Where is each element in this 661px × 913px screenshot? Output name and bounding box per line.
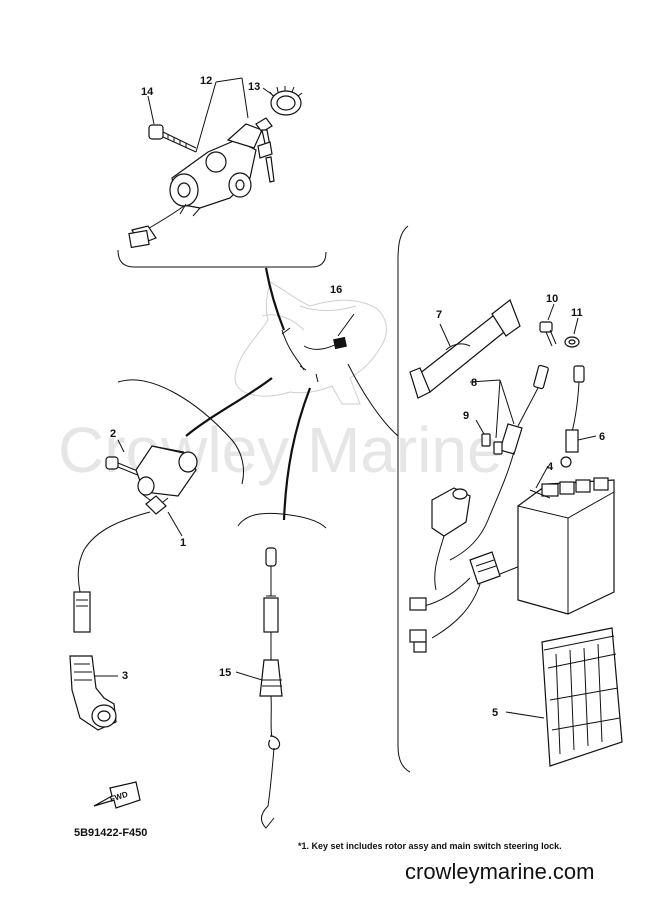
callout-5: 5 xyxy=(492,707,498,719)
sensor-region-border xyxy=(237,512,327,529)
callout-11: 11 xyxy=(571,307,583,319)
key-set xyxy=(255,117,275,183)
negative-lead xyxy=(560,365,597,468)
routing-line-top xyxy=(264,267,286,331)
callout-13: 13 xyxy=(248,81,260,93)
fwd-arrow: FWD xyxy=(93,781,141,809)
callout-labels: 14 12 13 16 2 1 3 15 7 10 11 8 9 6 4 5 xyxy=(110,75,605,719)
site-url: crowleymarine.com xyxy=(405,859,595,884)
callout-4: 4 xyxy=(547,461,554,473)
routing-line-right xyxy=(347,363,399,437)
steering-lock-13 xyxy=(269,86,303,116)
callout-8: 8 xyxy=(471,377,477,389)
diagram-code: 5B91422-F450 xyxy=(74,827,147,839)
starter-relay xyxy=(409,487,529,653)
watermark-text: Crowley Marine xyxy=(58,414,503,486)
bolt-14 xyxy=(148,124,197,153)
battery-band xyxy=(409,299,521,399)
callout-12: 12 xyxy=(200,75,212,87)
main-switch xyxy=(169,123,263,217)
callout-14: 14 xyxy=(141,86,154,98)
battery-bolt xyxy=(539,303,557,347)
callout-16: 16 xyxy=(330,284,342,296)
ignition-coil xyxy=(73,439,198,633)
main-switch-inset xyxy=(117,77,327,268)
coil-region-border xyxy=(117,379,245,485)
routing-line-left xyxy=(185,377,273,437)
battery-region-border xyxy=(397,225,411,773)
spark-plug-cap xyxy=(69,655,118,731)
neutral-switch-lead xyxy=(235,547,283,829)
routing-line-bottom xyxy=(282,387,312,521)
vehicle-silhouette xyxy=(234,281,387,405)
callout-3: 3 xyxy=(122,670,128,682)
battery xyxy=(517,465,615,615)
callout-15: 15 xyxy=(219,667,231,679)
callout-9: 9 xyxy=(463,410,469,422)
callout-1: 1 xyxy=(180,537,186,549)
battery-washer xyxy=(564,317,580,348)
fuse-holder xyxy=(449,364,549,561)
callout-6: 6 xyxy=(599,431,605,443)
callout-10: 10 xyxy=(546,293,558,305)
callout-2: 2 xyxy=(110,428,116,440)
battery-cover xyxy=(505,627,623,767)
callout-7: 7 xyxy=(436,309,442,321)
footnote: *1. Key set includes rotor assy and main… xyxy=(298,841,562,851)
